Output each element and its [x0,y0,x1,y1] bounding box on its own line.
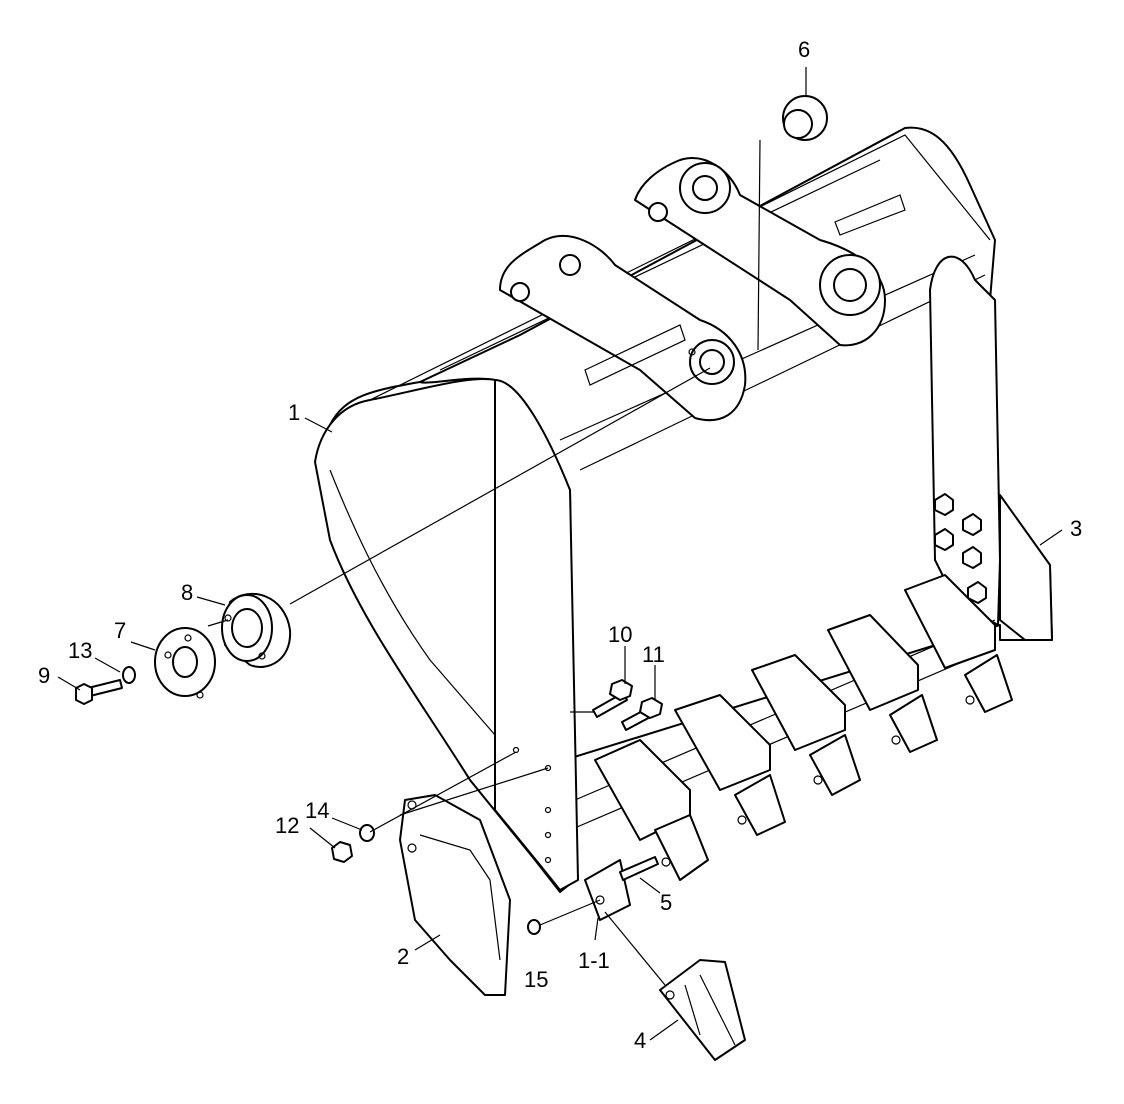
callout-10: 10 [608,622,632,647]
callout-7: 7 [114,618,126,643]
callout-15: 15 [524,967,548,992]
tooth-row [584,574,1013,921]
callout-4: 4 [634,1028,646,1053]
callout-11: 11 [642,642,665,667]
callout-9: 9 [38,663,50,688]
callout-labels: 1 1-1 2 3 4 5 6 7 8 9 10 11 12 13 14 15 [38,37,1082,1053]
callout-12: 12 [275,813,299,838]
hex-nut [331,841,353,863]
callout-1-1: 1-1 [578,948,610,973]
bolt-10 [592,679,633,718]
tooth-pin [619,856,659,881]
tooth-point [659,959,746,1061]
washer-13 [122,666,136,684]
washer-14 [359,824,375,842]
shim-plate [154,627,216,699]
bolt-head [934,528,954,551]
callout-8: 8 [181,580,193,605]
callout-6: 6 [798,37,810,62]
bolt-head [934,493,954,516]
washer-15 [527,919,541,935]
link-brackets [499,157,906,422]
bolt-head [962,513,982,536]
bolt-head [962,546,982,569]
callout-1: 1 [288,400,300,425]
callout-3: 3 [1070,516,1082,541]
callout-2: 2 [397,944,409,969]
bolt-11 [621,697,663,731]
callout-5: 5 [660,890,672,915]
bushing [782,95,828,141]
leader-lines [57,67,1063,1041]
side-cutter-left [399,794,511,996]
bucket-body [314,126,1053,893]
callout-14: 14 [305,798,329,823]
boss-collar [221,592,292,668]
side-cutter-right [999,494,1053,641]
hex-bolt [75,679,123,705]
callout-13: 13 [68,638,92,663]
